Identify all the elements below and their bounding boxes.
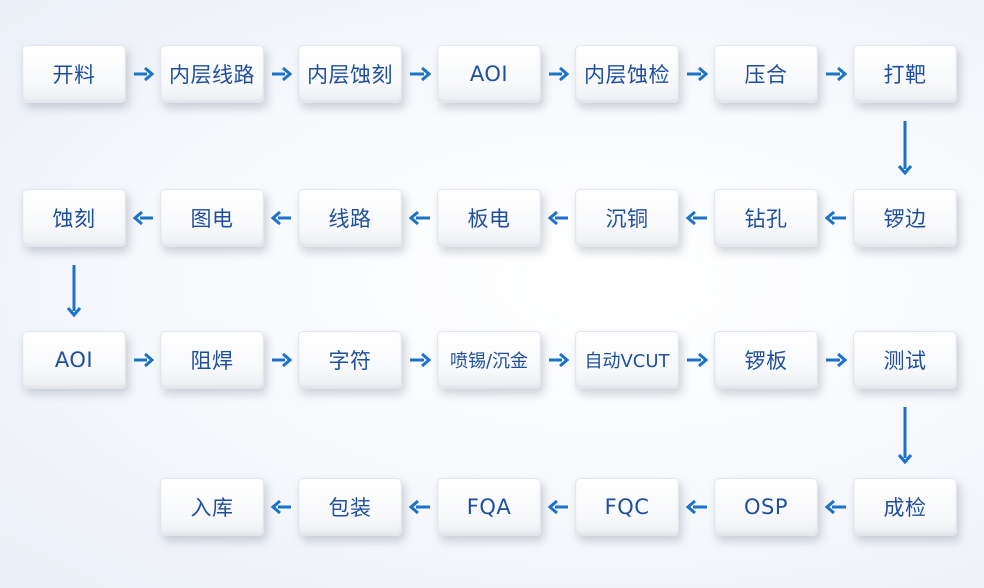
process-step: AOI bbox=[437, 45, 541, 103]
arrow-right-icon bbox=[134, 352, 155, 368]
process-step: 板电 bbox=[437, 189, 541, 247]
process-step: 锣板 bbox=[714, 331, 818, 389]
process-step: 图电 bbox=[160, 189, 264, 247]
process-step: OSP bbox=[714, 478, 818, 536]
arrow-left-icon bbox=[132, 210, 153, 226]
process-step: 内层线路 bbox=[160, 45, 264, 103]
process-step: 内层蚀检 bbox=[575, 45, 679, 103]
arrow-right-icon bbox=[134, 66, 155, 82]
arrow-right-icon bbox=[549, 66, 570, 82]
process-step: 钻孔 bbox=[714, 189, 818, 247]
arrow-left-icon bbox=[408, 499, 430, 515]
arrow-right-icon bbox=[272, 352, 293, 368]
arrow-left-icon bbox=[270, 210, 291, 226]
arrow-left-icon bbox=[408, 210, 430, 226]
process-step: 测试 bbox=[853, 331, 957, 389]
process-step: 包装 bbox=[298, 478, 402, 536]
arrow-right-icon bbox=[826, 352, 848, 368]
process-step: 沉铜 bbox=[575, 189, 679, 247]
arrow-down-icon bbox=[897, 121, 913, 175]
process-step: 喷锡/沉金 bbox=[437, 331, 541, 389]
process-step: 线路 bbox=[298, 189, 402, 247]
arrow-right-icon bbox=[687, 352, 709, 368]
process-step: 自动VCUT bbox=[575, 331, 679, 389]
arrow-left-icon bbox=[547, 499, 568, 515]
arrow-down-icon bbox=[66, 265, 82, 317]
arrow-left-icon bbox=[824, 210, 846, 226]
arrow-right-icon bbox=[549, 352, 570, 368]
process-step: 锣边 bbox=[853, 189, 957, 247]
arrow-right-icon bbox=[687, 66, 709, 82]
arrow-left-icon bbox=[685, 210, 707, 226]
process-step: AOI bbox=[22, 331, 126, 389]
arrow-right-icon bbox=[410, 66, 432, 82]
process-step: 内层蚀刻 bbox=[298, 45, 402, 103]
process-step: 字符 bbox=[298, 331, 402, 389]
arrow-left-icon bbox=[824, 499, 846, 515]
arrow-down-icon bbox=[897, 407, 913, 464]
arrow-left-icon bbox=[270, 499, 291, 515]
arrow-left-icon bbox=[685, 499, 707, 515]
process-step: FQC bbox=[575, 478, 679, 536]
process-step: 打靶 bbox=[853, 45, 957, 103]
process-step: 成检 bbox=[853, 478, 957, 536]
arrow-right-icon bbox=[410, 352, 432, 368]
process-step: 阻焊 bbox=[160, 331, 264, 389]
arrow-left-icon bbox=[547, 210, 568, 226]
process-step: FQA bbox=[437, 478, 541, 536]
process-step: 蚀刻 bbox=[22, 189, 126, 247]
process-step: 入库 bbox=[160, 478, 264, 536]
arrow-right-icon bbox=[272, 66, 293, 82]
process-step: 开料 bbox=[22, 45, 126, 103]
arrow-right-icon bbox=[826, 66, 848, 82]
process-step: 压合 bbox=[714, 45, 818, 103]
